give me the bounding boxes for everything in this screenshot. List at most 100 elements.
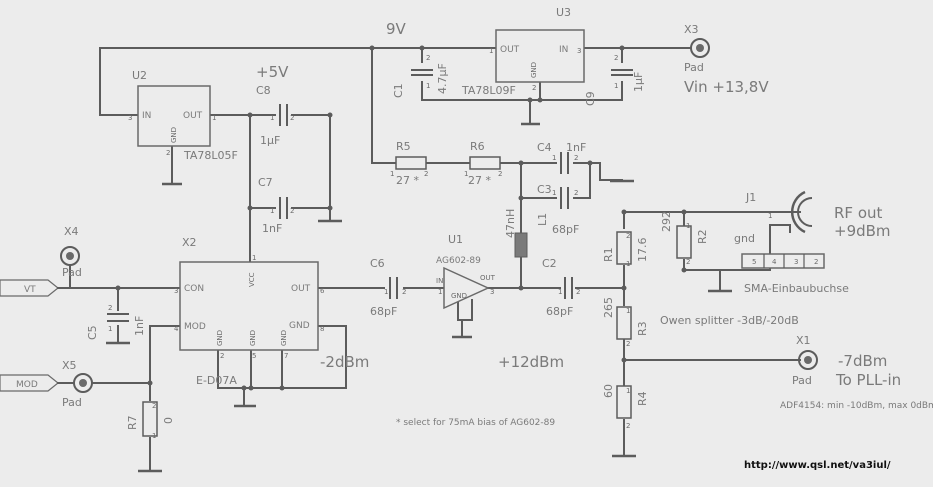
x2-pin-vcc: VCC: [248, 272, 256, 287]
svg-text:1: 1: [270, 207, 274, 215]
ground-symbols: [106, 122, 732, 473]
svg-text:2: 2: [220, 352, 224, 360]
c2-value: 68pF: [546, 305, 573, 318]
x3-ref: X3: [684, 23, 699, 36]
port-mod-label: MOD: [16, 380, 38, 390]
svg-text:2: 2: [108, 304, 112, 312]
r6-value: 27 *: [468, 174, 491, 187]
label-level-mid: -2dBm: [320, 353, 369, 371]
svg-text:2: 2: [626, 340, 630, 348]
amplifier-u1: U1 AG602-89 IN OUT GND: [436, 233, 496, 310]
c3-ref: C3: [537, 183, 552, 196]
u1-ref: U1: [448, 233, 463, 246]
capacitor-c4: C4 1nF: [537, 141, 586, 174]
svg-text:1: 1: [489, 47, 493, 55]
svg-text:2: 2: [574, 154, 578, 162]
svg-text:2: 2: [626, 422, 630, 430]
c5-value: 1nF: [133, 316, 146, 336]
resistor-r1: R1 17.6: [602, 231, 649, 265]
svg-text:2: 2: [402, 288, 406, 296]
r5-value: 27 *: [396, 174, 419, 187]
r5-ref: R5: [396, 140, 411, 153]
svg-text:5: 5: [752, 258, 756, 266]
c9-ref: C9: [584, 91, 597, 106]
r4-ref: R4: [636, 391, 649, 406]
svg-text:2: 2: [576, 288, 580, 296]
c7-value: 1nF: [262, 222, 282, 235]
resistor-r7: R7 0: [126, 401, 175, 437]
r2-ref: R2: [696, 229, 709, 244]
x2-value: E-D07A: [196, 374, 237, 387]
capacitor-c8: C8 1µF: [256, 84, 288, 147]
capacitor-c1: C1 4.7µF: [392, 63, 449, 98]
x1-value: Pad: [792, 374, 812, 387]
c1-value: 4.7µF: [436, 63, 449, 94]
label-adf: ADF4154: min -10dBm, max 0dBm: [780, 401, 933, 411]
resistor-r6: R6 27 *: [468, 140, 501, 187]
c6-value: 68pF: [370, 305, 397, 318]
l1-ref: L1: [536, 213, 549, 226]
x5-value: Pad: [62, 396, 82, 409]
svg-text:1: 1: [384, 288, 388, 296]
label-9v: 9V: [386, 20, 407, 38]
pad-x1: X1 Pad: [792, 334, 818, 387]
capacitor-c5: C5 1nF: [86, 313, 146, 340]
j1-gnd-label: gnd: [734, 232, 755, 245]
svg-text:4: 4: [772, 258, 777, 266]
label-sma: SMA-Einbaubuchse: [744, 282, 849, 295]
svg-text:1: 1: [626, 387, 630, 395]
svg-text:4: 4: [174, 325, 179, 333]
label-to-pll-level: -7dBm: [838, 352, 887, 370]
r3-ref: R3: [636, 321, 649, 336]
capacitor-c9: C9 1µF: [584, 69, 645, 106]
svg-text:2: 2: [426, 54, 430, 62]
svg-text:2: 2: [166, 149, 170, 157]
x4-value: Pad: [62, 266, 82, 279]
r7-ref: R7: [126, 415, 139, 430]
pad-x3: X3 Pad: [684, 23, 710, 74]
wires: [61, 47, 801, 471]
label-5v: +5V: [256, 63, 289, 81]
svg-text:3: 3: [174, 287, 178, 295]
svg-text:2: 2: [498, 170, 502, 178]
regulator-u2: U2 IN OUT GND TA78L05F: [132, 69, 238, 162]
j1-ref: J1: [745, 191, 756, 204]
svg-text:1: 1: [212, 114, 216, 122]
svg-text:1: 1: [426, 82, 430, 90]
x2-pin-gnd-3: GND: [280, 330, 288, 346]
label-splitter: Owen splitter -3dB/-20dB: [660, 314, 799, 327]
r7-value: 0: [162, 417, 175, 424]
c8-value: 1µF: [260, 134, 280, 147]
c3-value: 68pF: [552, 223, 579, 236]
x3-value: Pad: [684, 61, 704, 74]
u1-value: AG602-89: [436, 256, 481, 266]
vco-x2: X2 CON MOD OUT GND VCC GND GND GND E-D07…: [179, 236, 319, 387]
capacitor-c6: C6 68pF: [370, 257, 398, 318]
sma-connector-j1: J1 gnd: [734, 190, 825, 269]
port-vt: VT: [0, 279, 63, 297]
u3-pin-in: IN: [559, 45, 568, 55]
inductor-l1: 47nH L1: [504, 209, 549, 258]
label-level-amp: +12dBm: [498, 353, 564, 371]
u2-pin-out: OUT: [183, 111, 203, 121]
c6-ref: C6: [370, 257, 385, 270]
resistor-r3: 265 R3: [602, 297, 649, 340]
u3-value: TA78L09F: [461, 84, 516, 97]
svg-text:1: 1: [626, 307, 630, 315]
x2-pin-gnd-1: GND: [216, 330, 224, 346]
resistor-r5: R5 27 *: [395, 140, 427, 187]
label-rf-out-level: +9dBm: [834, 222, 891, 240]
label-url: http://www.qsl.net/va3iul/: [744, 460, 891, 471]
l1-value: 47nH: [504, 209, 517, 238]
svg-text:1: 1: [552, 154, 556, 162]
svg-text:3: 3: [128, 114, 132, 122]
u1-pin-out: OUT: [480, 274, 496, 282]
u3-pin-gnd: GND: [530, 62, 538, 78]
port-vt-label: VT: [24, 285, 36, 295]
c9-value: 1µF: [632, 72, 645, 92]
svg-text:2: 2: [152, 402, 156, 410]
svg-text:6: 6: [320, 287, 325, 295]
svg-text:2: 2: [532, 84, 536, 92]
u3-pin-out: OUT: [500, 45, 520, 55]
